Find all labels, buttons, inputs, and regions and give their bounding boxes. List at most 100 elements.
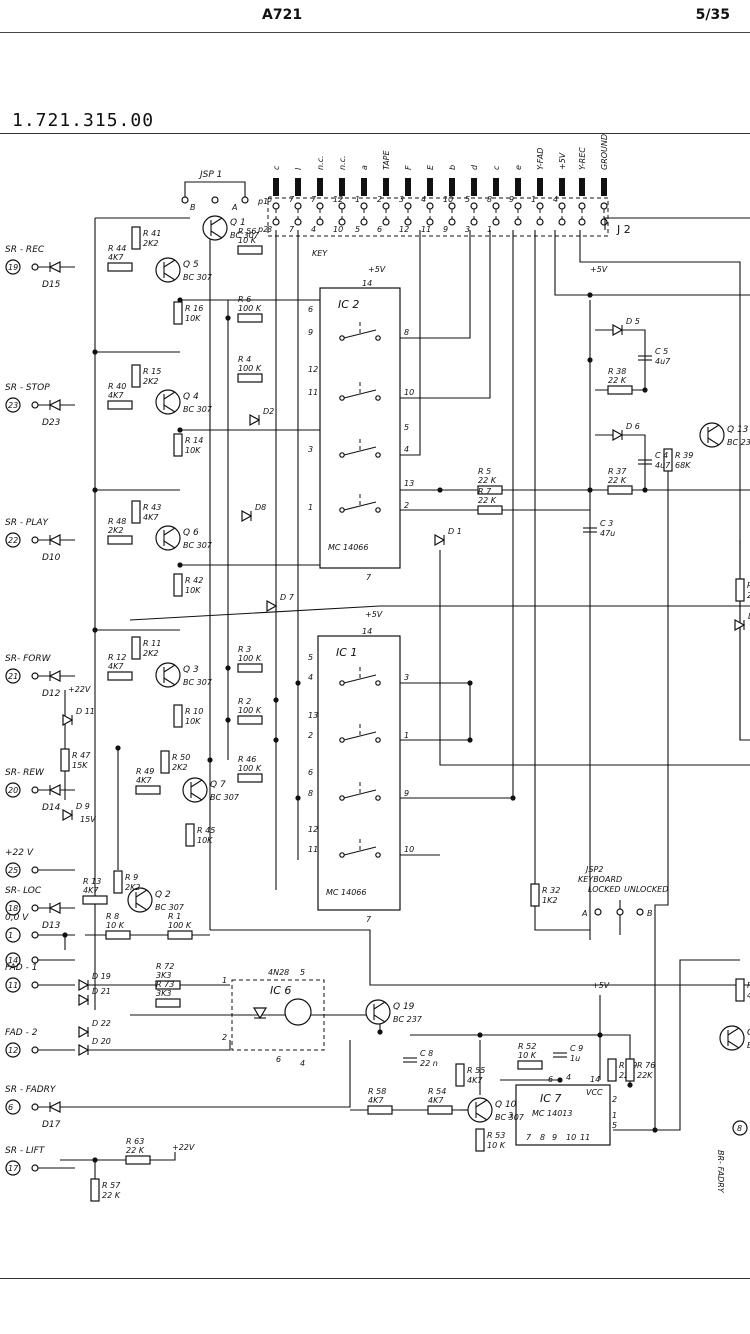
capacitor: C 91u <box>553 1044 583 1063</box>
ic-pin-number: 10 <box>404 388 414 397</box>
transistor-body <box>155 257 181 283</box>
resistor-body <box>107 671 133 681</box>
diode-name: D8 <box>255 503 266 512</box>
resistor-body <box>367 1105 393 1115</box>
collector <box>163 391 176 400</box>
terminal-label: +22 V <box>5 848 34 858</box>
jumper-pin-a: A <box>231 203 237 212</box>
resistor-name: R 1 <box>168 912 181 921</box>
resistor-body <box>90 1178 100 1202</box>
resistor-value: 10 K <box>238 236 257 245</box>
pin-top <box>382 202 390 210</box>
resistor-value: 2K2 <box>143 239 158 248</box>
analog-switch <box>339 722 381 743</box>
terminal-pin <box>31 786 39 794</box>
terminal-num: 21 <box>8 672 18 681</box>
resistor-name: R 10 <box>185 707 203 716</box>
switch-contact <box>339 452 345 458</box>
capacitor-name: C 9 <box>570 1044 583 1053</box>
key-label: KEY <box>312 249 328 258</box>
connector-num-top: 10 <box>443 195 453 204</box>
ic-pin-number: 1 <box>612 1111 617 1120</box>
capacitor-value: 47u <box>600 529 615 538</box>
ic7-mc14013: IC 7 MC 14013 VCC <box>515 1084 611 1146</box>
resistor-value: 10K <box>185 314 201 323</box>
terminal-pin <box>31 1103 39 1111</box>
ic-pin-number: 3 <box>404 673 409 682</box>
ic2-mc14066: IC 2 MC 14066 <box>319 287 401 569</box>
ic-pin-number: 8 <box>308 789 313 798</box>
transistor-name: Q 6 <box>183 528 199 538</box>
switch-arm <box>343 389 377 399</box>
analog-switch <box>339 380 381 401</box>
connector-num-top: 4 <box>553 195 558 204</box>
resistor-body <box>237 715 263 725</box>
resistor-value: 4K7 <box>747 991 750 1000</box>
switch-contact <box>375 395 381 401</box>
wiring <box>35 217 750 1185</box>
ic-pin-number: 3 <box>308 445 313 454</box>
resistor-name: R 13 <box>83 877 101 886</box>
diode-body <box>78 993 90 1007</box>
ic-pin-number: 6 <box>276 1055 281 1064</box>
switch-contact <box>339 507 345 513</box>
ic-pin-number: 6 <box>308 305 313 314</box>
connector-num-top: 4 <box>421 195 426 204</box>
emitter <box>475 1112 488 1121</box>
input-diode-name: D13 <box>42 921 61 931</box>
connector-num-top: 12 <box>333 195 343 204</box>
connector-label: Y-REC <box>578 147 587 170</box>
terminal-label: SR- LOC <box>5 886 42 896</box>
input-diode-name: D12 <box>42 689 61 699</box>
resistor-body <box>625 1058 635 1082</box>
transistor: Q 3BC 307 <box>155 662 213 688</box>
transistor-name: Q 19 <box>393 1002 415 1012</box>
pin-bottom <box>448 218 456 226</box>
junction-dot <box>92 1157 98 1163</box>
pin-bottom <box>514 218 522 226</box>
switch-arm <box>343 329 377 339</box>
ic-type: MC 14066 <box>328 543 368 552</box>
terminal-circle <box>5 1160 21 1176</box>
jumper-pin-b: B <box>647 909 653 918</box>
pin-bottom <box>578 218 586 226</box>
pin-bar <box>339 178 345 196</box>
ic-pin-number: 11 <box>308 845 318 854</box>
diode-name: D 6 <box>626 422 640 431</box>
switch-contact <box>339 852 345 858</box>
junction-dot <box>295 795 301 801</box>
resistor-value: 10 K <box>106 921 125 930</box>
input-terminal: 25+22 V <box>5 848 75 878</box>
connector-label: a <box>360 165 369 170</box>
switch-contact <box>339 335 345 341</box>
input-diode-name: D23 <box>42 418 61 428</box>
jumper-jsp2: JSP2 KEYBOARD LOCKED UNLOCKED A B <box>578 865 668 918</box>
diode-body <box>612 323 624 337</box>
resistor-body <box>735 578 745 602</box>
junction-dot <box>92 349 98 355</box>
resistor-body <box>173 704 183 728</box>
pin-top <box>578 202 586 210</box>
resistor-body <box>237 373 263 383</box>
junction-dot <box>587 357 593 363</box>
resistor-value: 4K7 <box>83 886 99 895</box>
switch-contact <box>339 395 345 401</box>
resistor-value: 2K2 <box>125 883 140 892</box>
supply-labels: +5V +5V +5V +5V +22V +22V <box>68 265 610 1152</box>
terminal-circle <box>5 862 21 878</box>
resistor-name: R 45 <box>197 826 215 835</box>
ic-pin-number: 13 <box>404 479 414 488</box>
ic-pin-number: 8 <box>404 328 409 337</box>
transistor-type: BC 307 <box>183 678 213 687</box>
resistor-value: 68K <box>675 461 691 470</box>
